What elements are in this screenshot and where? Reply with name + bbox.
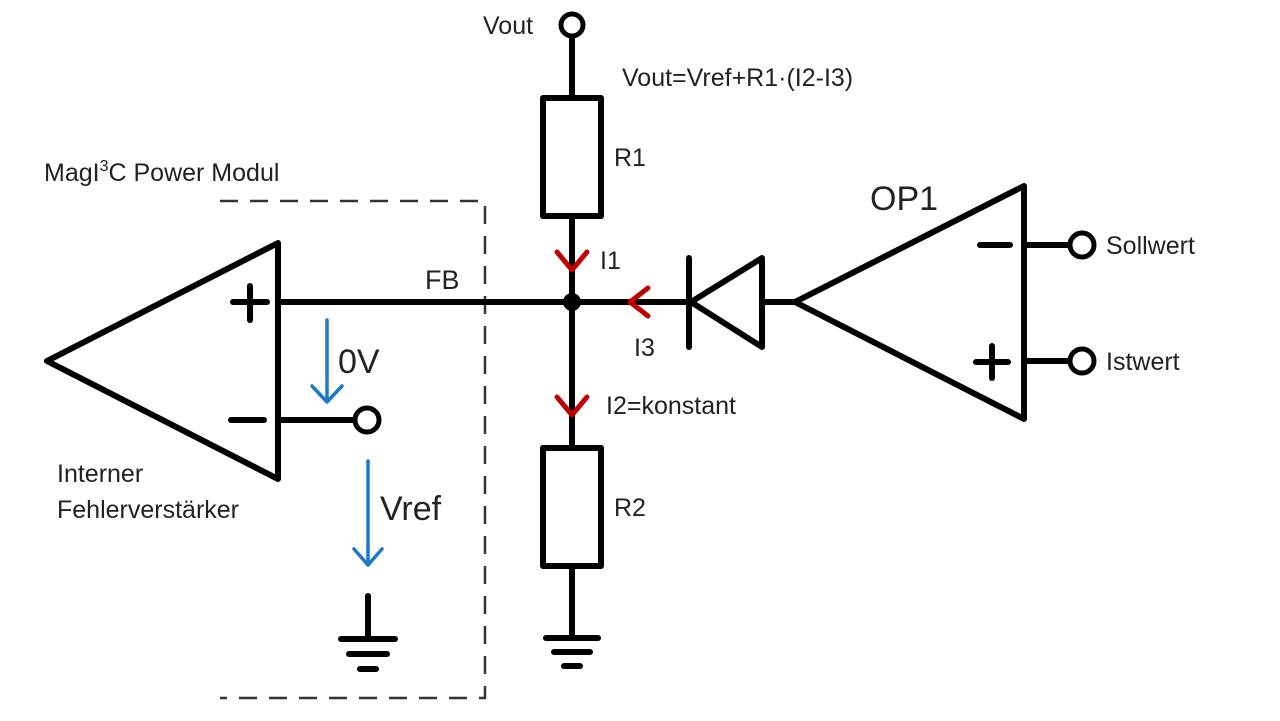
i2-arrow-icon	[554, 394, 590, 418]
i1-label: I1	[600, 247, 621, 275]
error-amp-triangle	[44, 240, 281, 482]
error-amp-label-line2: Fehlerverstärker	[57, 496, 239, 524]
zero-v-arrow-icon	[310, 384, 344, 404]
op1-label: OP1	[870, 180, 938, 218]
istwert-label: Istwert	[1106, 348, 1180, 376]
i1-arrow-icon	[554, 249, 590, 273]
formula-label: Vout=Vref+R1·(I2-I3)	[622, 64, 853, 92]
resistor-r2	[540, 445, 604, 569]
fb-label: FB	[425, 265, 460, 295]
sollwert-terminal[interactable]	[1067, 230, 1097, 260]
r1-label: R1	[614, 144, 646, 172]
diode-triangle	[688, 255, 765, 350]
resistor-r1	[540, 95, 604, 219]
r2-label: R2	[614, 494, 646, 522]
ground-icon	[338, 636, 398, 672]
vref-label: Vref	[380, 490, 442, 528]
module-boundary	[220, 199, 487, 700]
istwert-terminal[interactable]	[1067, 346, 1097, 376]
module-title: MagI3C Power Modul	[44, 158, 279, 187]
error-amp-label-line1: Interner	[57, 460, 143, 488]
zero-v-label: 0V	[338, 343, 380, 381]
i2-label: I2=konstant	[606, 392, 736, 420]
sollwert-label: Sollwert	[1106, 232, 1195, 260]
vref-arrow-icon	[352, 547, 384, 567]
i3-label: I3	[634, 334, 655, 362]
vref-terminal[interactable]	[352, 405, 382, 435]
op1-triangle	[792, 183, 1027, 422]
vout-label: Vout	[483, 12, 533, 40]
i3-arrow-icon	[627, 285, 651, 319]
vout-terminal[interactable]	[558, 11, 586, 39]
ground-icon	[543, 635, 601, 669]
